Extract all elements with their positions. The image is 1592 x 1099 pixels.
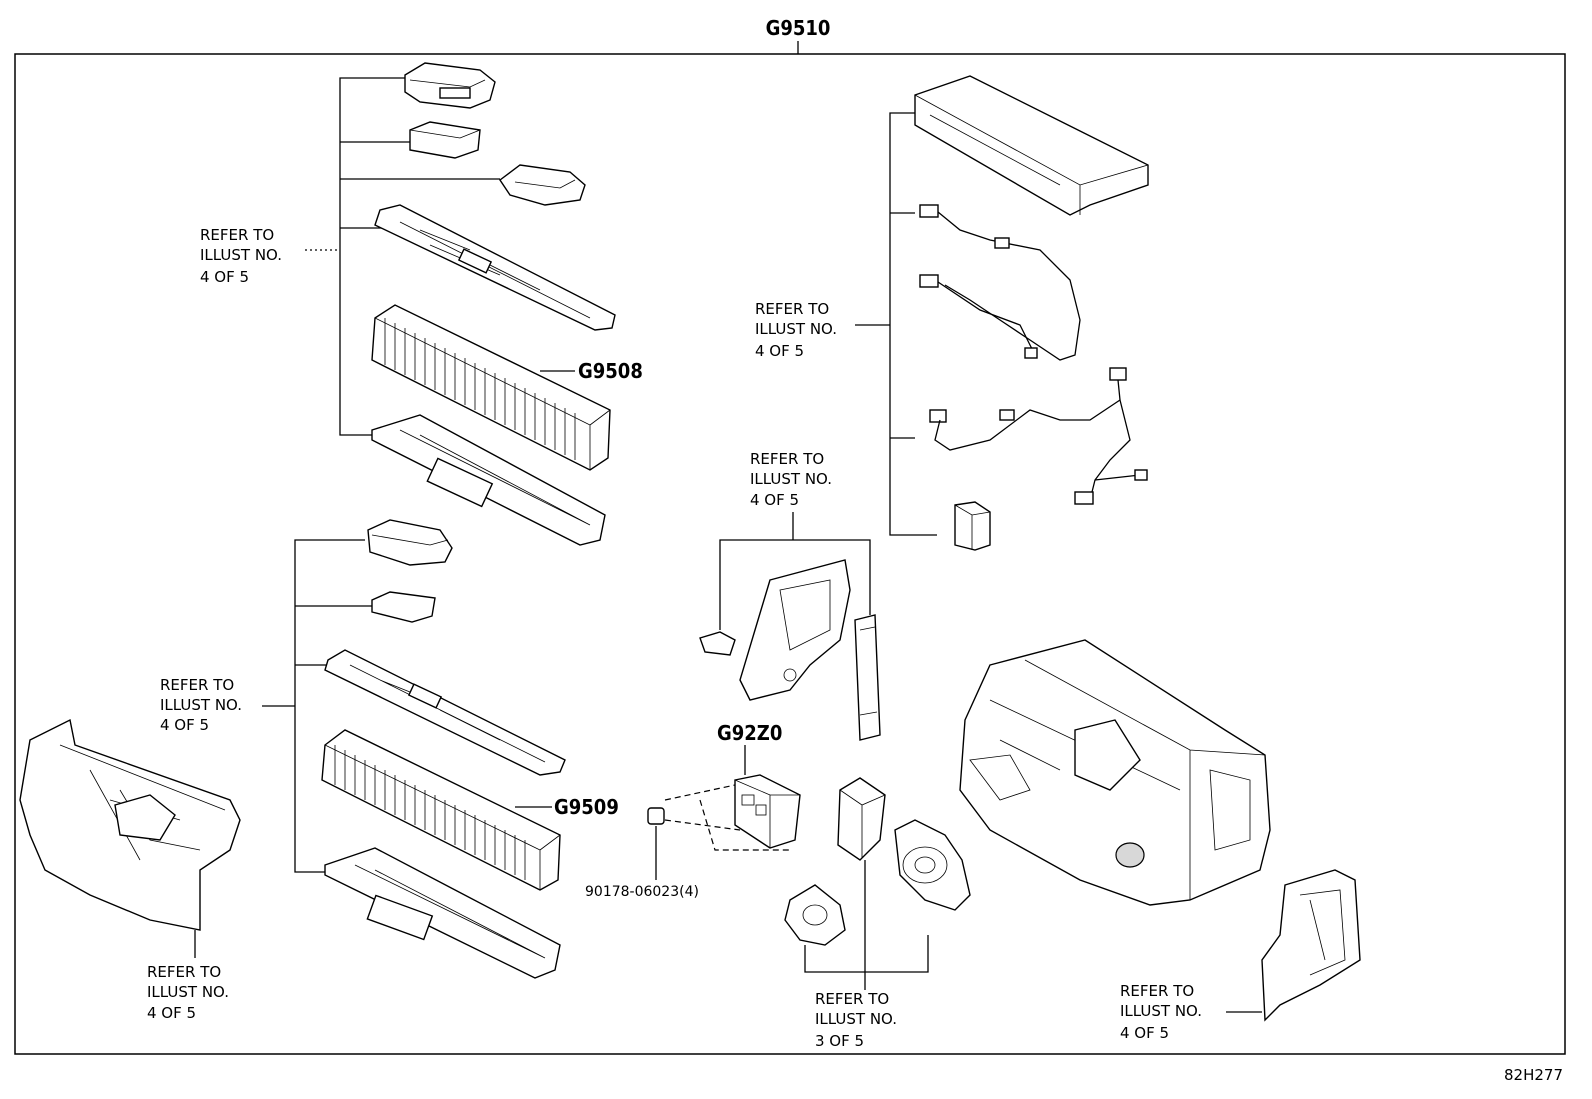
small-relay-connector bbox=[954, 501, 991, 551]
side-shield-bracket bbox=[739, 559, 851, 701]
svg-text:REFER TO: REFER TO bbox=[815, 990, 889, 1008]
part-label-g92z0: G92Z0 bbox=[717, 721, 782, 745]
svg-text:3 OF 5: 3 OF 5 bbox=[815, 1032, 864, 1050]
svg-text:4 OF 5: 4 OF 5 bbox=[147, 1004, 196, 1022]
left-battery-bracket bbox=[19, 718, 241, 958]
battery-case-assembly bbox=[959, 639, 1271, 906]
upper-stack-leader-lines bbox=[305, 77, 575, 436]
small-duct-fitting bbox=[784, 884, 846, 946]
refer-note-bottom-center: REFER TO ILLUST NO. 3 OF 5 bbox=[815, 990, 897, 1050]
svg-text:4 OF 5: 4 OF 5 bbox=[200, 268, 249, 286]
svg-text:ILLUST NO.: ILLUST NO. bbox=[200, 246, 282, 264]
wiring-leader-lines bbox=[855, 112, 937, 536]
svg-text:ILLUST NO.: ILLUST NO. bbox=[1120, 1002, 1202, 1020]
refer-note-top-right: REFER TO ILLUST NO. 4 OF 5 bbox=[755, 300, 837, 360]
top-cover-plate bbox=[914, 75, 1149, 216]
svg-text:4 OF 5: 4 OF 5 bbox=[750, 491, 799, 509]
upper-battery-cell-stack bbox=[371, 304, 611, 471]
upper-sensor-module bbox=[409, 121, 481, 159]
nut-dashed-guides bbox=[664, 784, 790, 851]
svg-text:ILLUST NO.: ILLUST NO. bbox=[755, 320, 837, 338]
diagram-frame bbox=[14, 53, 1566, 1055]
upper-cooling-plate bbox=[371, 414, 606, 546]
refer-note-center: REFER TO ILLUST NO. 4 OF 5 bbox=[750, 450, 832, 509]
refer-note-mid-left: REFER TO ILLUST NO. 4 OF 5 bbox=[160, 676, 242, 734]
svg-text:4 OF 5: 4 OF 5 bbox=[160, 716, 209, 734]
blower-fan bbox=[894, 819, 971, 911]
svg-text:ILLUST NO.: ILLUST NO. bbox=[160, 696, 242, 714]
svg-text:REFER TO: REFER TO bbox=[200, 226, 274, 244]
upper-tray-frame bbox=[374, 204, 616, 331]
refer-note-top-left: REFER TO ILLUST NO. 4 OF 5 bbox=[200, 226, 282, 286]
part-label-g9508: G9508 bbox=[578, 359, 643, 383]
svg-text:REFER TO: REFER TO bbox=[750, 450, 824, 468]
bottom-center-leader-lines bbox=[804, 860, 929, 990]
svg-text:4 OF 5: 4 OF 5 bbox=[1120, 1024, 1169, 1042]
assembly-label: G9510 bbox=[766, 16, 831, 40]
center-leader-lines bbox=[719, 512, 871, 630]
part-label-nut: 90178-06023(4) bbox=[585, 884, 699, 900]
refer-note-bottom-left: REFER TO ILLUST NO. 4 OF 5 bbox=[147, 963, 229, 1022]
upper-bracket-plate bbox=[499, 164, 586, 206]
service-plug-housing bbox=[837, 777, 886, 861]
lower-tray-frame bbox=[324, 649, 566, 776]
lower-stack-leader-lines bbox=[262, 539, 552, 873]
svg-text:REFER TO: REFER TO bbox=[147, 963, 221, 981]
svg-text:REFER TO: REFER TO bbox=[755, 300, 829, 318]
svg-text:ILLUST NO.: ILLUST NO. bbox=[750, 470, 832, 488]
nut bbox=[647, 807, 665, 880]
lower-cooling-plate bbox=[324, 847, 561, 979]
wire-harness-upper bbox=[919, 204, 1081, 361]
lower-battery-cell-stack bbox=[321, 729, 561, 891]
right-battery-bracket bbox=[1226, 869, 1361, 1022]
wire-harness-lower bbox=[929, 367, 1148, 505]
svg-text:ILLUST NO.: ILLUST NO. bbox=[147, 983, 229, 1001]
part-label-g9509: G9509 bbox=[554, 795, 619, 819]
drawing-reference: 82H277 bbox=[1504, 1066, 1563, 1084]
vertical-duct bbox=[854, 614, 881, 741]
refer-note-bottom-right: REFER TO ILLUST NO. 4 OF 5 bbox=[1120, 982, 1202, 1042]
upper-ecu-module bbox=[404, 62, 496, 109]
lower-ecu-module bbox=[367, 519, 453, 566]
svg-text:REFER TO: REFER TO bbox=[160, 676, 234, 694]
svg-text:4 OF 5: 4 OF 5 bbox=[755, 342, 804, 360]
clip-connector bbox=[699, 631, 736, 656]
lower-sensor-module bbox=[371, 591, 436, 623]
svg-text:REFER TO: REFER TO bbox=[1120, 982, 1194, 1000]
svg-text:ILLUST NO.: ILLUST NO. bbox=[815, 1010, 897, 1028]
junction-block bbox=[734, 774, 801, 849]
